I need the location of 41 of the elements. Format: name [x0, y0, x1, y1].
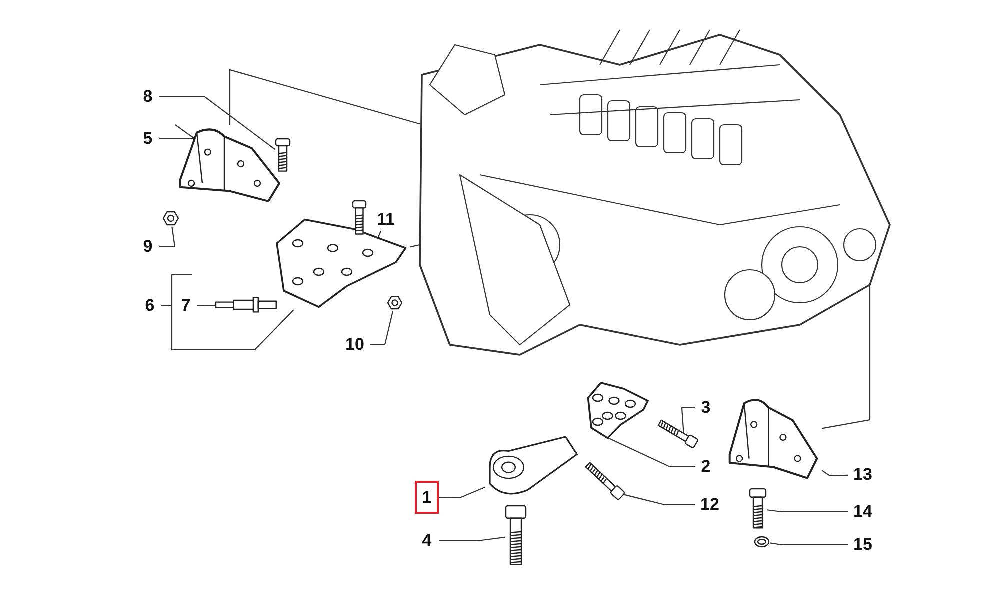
callout-number-box: 1	[415, 481, 439, 514]
callout-number: 13	[848, 464, 878, 486]
leader-line	[770, 542, 848, 546]
callout-number: 8	[137, 86, 159, 108]
callout-number: 15	[848, 534, 878, 556]
callout-number: 12	[695, 494, 725, 516]
callout-number: 9	[137, 236, 159, 258]
callout-number: 5	[137, 128, 159, 150]
nut-drawing	[162, 210, 180, 227]
assembly-line	[822, 284, 871, 430]
leader-line	[439, 486, 486, 499]
bolt-drawing	[657, 420, 697, 446]
stud-drawing	[215, 296, 277, 314]
assembly-line	[229, 69, 420, 125]
callout-number: 4	[415, 530, 439, 552]
leader-line	[822, 470, 848, 477]
callout-number: 7	[175, 295, 197, 317]
leader-line	[608, 438, 695, 468]
bolt-drawing	[749, 488, 767, 530]
leader-line	[197, 304, 215, 306]
leader-line	[439, 536, 506, 542]
bolt-drawing	[505, 505, 527, 567]
callout-number: 14	[848, 501, 878, 523]
leader-line	[159, 226, 176, 248]
leader-line	[370, 310, 394, 346]
washer-drawing	[754, 536, 770, 548]
bracket-drawing	[585, 380, 650, 440]
assembly-line	[410, 244, 420, 248]
callout-number: 3	[695, 397, 717, 419]
callout-number: 6	[139, 295, 161, 317]
bolt-drawing	[352, 200, 367, 236]
callout-number: 11	[372, 209, 400, 231]
leader-line	[766, 510, 848, 513]
bolt-drawing	[585, 462, 623, 498]
leader-line	[160, 274, 294, 351]
bolt-drawing	[275, 138, 291, 173]
leader-line	[159, 96, 276, 150]
nut-drawing	[387, 295, 403, 311]
leader-line	[159, 124, 197, 140]
callout-number: 2	[695, 456, 717, 478]
callout-number: 10	[340, 334, 370, 356]
